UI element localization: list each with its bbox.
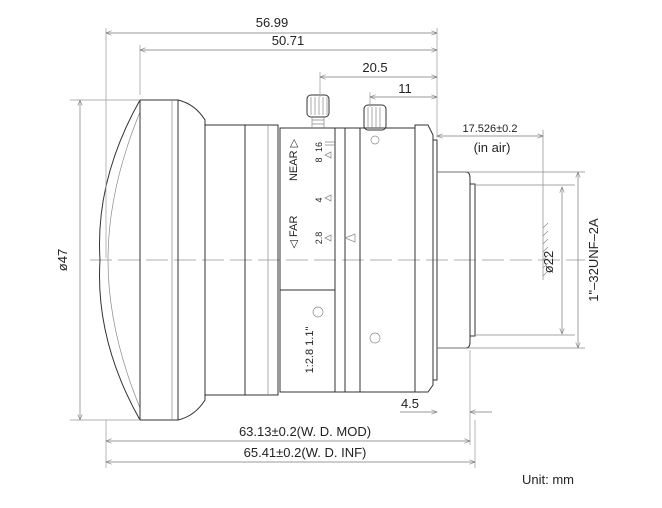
f-stop-4: 4	[314, 197, 324, 202]
f-stop-8: 8	[314, 157, 324, 162]
dim-overall-length: 56.99	[256, 15, 289, 30]
focus-lock-knob	[306, 94, 330, 128]
dim-mount-length: 4.5	[401, 396, 419, 411]
flange-back-note: (in air)	[474, 140, 511, 155]
dim-mount-thread: 1"–32UNF–2A	[586, 218, 601, 302]
dim-rear-diameter: ø22	[541, 251, 556, 273]
dim-aperture-knob: 11	[398, 81, 412, 96]
lens-body	[99, 94, 585, 421]
dim-body-length: 50.71	[272, 33, 305, 48]
near-label: NEAR ▷	[288, 138, 300, 181]
dim-wd-mod: 63.13±0.2(W. D. MOD)	[239, 424, 371, 439]
f-stop-2-8: 2.8	[314, 232, 324, 245]
aperture-lock-knob	[363, 104, 387, 145]
spec-label: 1:2.8 1.1"	[304, 327, 316, 374]
dim-knob-to-mount: 20.5	[362, 60, 387, 75]
front-element	[99, 99, 141, 421]
dim-front-diameter: ø47	[55, 249, 70, 271]
far-label: ◁ FAR	[288, 215, 300, 248]
dim-wd-inf: 65.41±0.2(W. D. INF)	[244, 445, 367, 460]
dim-flange-back: 17.526±0.2	[463, 123, 518, 135]
f-stop-16: 16	[314, 142, 324, 152]
unit-label: Unit: mm	[522, 472, 574, 487]
dimensions	[70, 28, 578, 468]
